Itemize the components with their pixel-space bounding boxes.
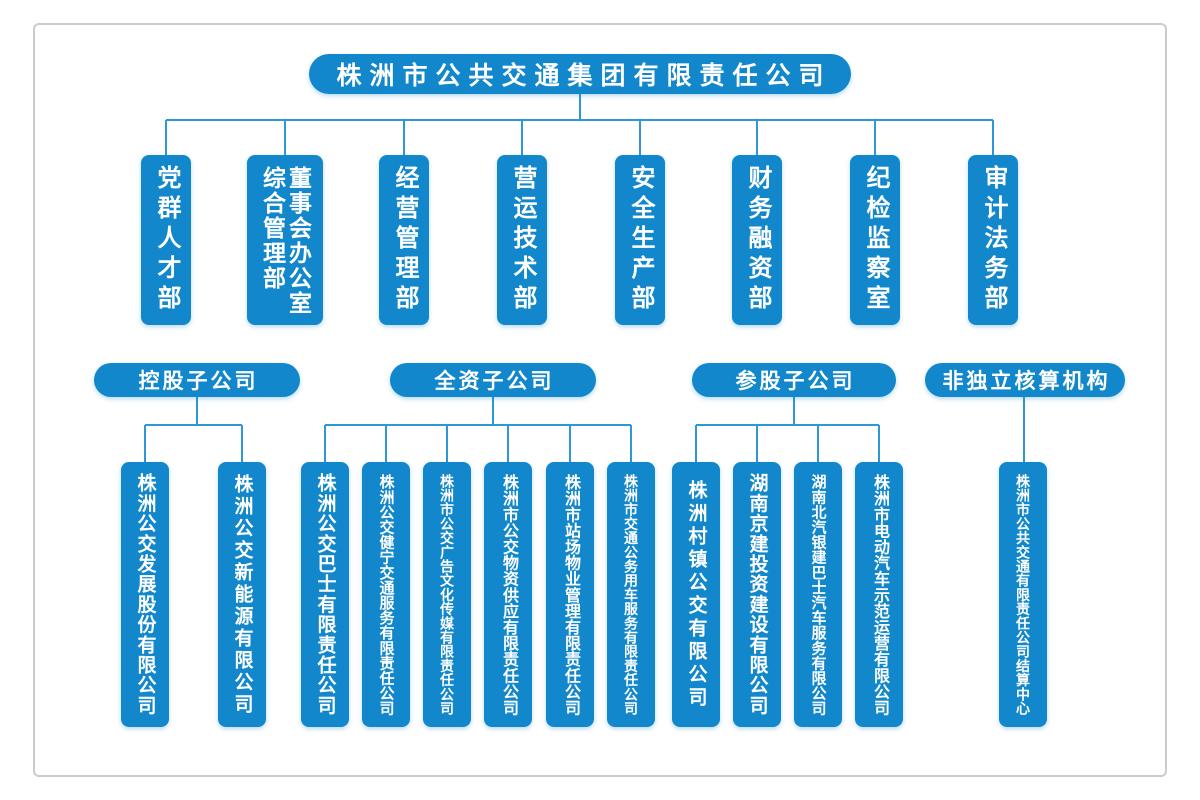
- dept-label: 纪检监察室: [862, 165, 889, 315]
- dept-box: 纪检监察室: [850, 155, 900, 325]
- company-box: 株洲市交通公务用车服务有限责任公司: [607, 462, 655, 727]
- dept-box: 安全生产部: [615, 155, 665, 325]
- company-box: 株洲公交发展股份有限公司: [121, 462, 169, 727]
- company-label: 湖南京建投资建设有限公司: [746, 473, 768, 716]
- company-box: 株洲公交巴士有限责任公司: [301, 462, 349, 727]
- dept-label: 经营管理部: [391, 165, 418, 315]
- dept-label: 审计法务部: [980, 165, 1007, 315]
- company-box: 株洲村镇公交有限公司: [672, 462, 720, 727]
- company-label: 株洲公交发展股份有限公司: [134, 473, 156, 716]
- dept-box: 营运技术部: [497, 155, 547, 325]
- dept-box: 财务融资部: [732, 155, 782, 325]
- dept-label: 综合管理部: [259, 166, 286, 291]
- company-box: 株洲公交健宁交通服务有限责任公司: [362, 462, 410, 727]
- root-company-box: 株洲市公共交通集团有限责任公司: [309, 54, 851, 94]
- group-label: 全资子公司: [434, 370, 555, 393]
- company-box: 株洲市站场物业管理有限责任公司: [546, 462, 594, 727]
- company-box: 株洲市电动汽车示范运营有限公司: [855, 462, 903, 727]
- dept-label: 营运技术部: [509, 165, 536, 315]
- company-label: 株洲村镇公交有限公司: [685, 479, 707, 710]
- company-box: 株洲市公共交通有限责任公司结算中心: [999, 462, 1047, 727]
- company-label: 株洲市公共交通有限责任公司结算中心: [1015, 473, 1031, 716]
- group-pill-equity-participation-subsidiaries: 参股子公司: [692, 363, 896, 397]
- dept-label: 财务融资部: [744, 165, 771, 315]
- group-label: 参股子公司: [735, 370, 856, 393]
- company-box: 株洲市公交物资供应有限责任公司: [484, 462, 532, 727]
- company-label: 株洲市交通公务用车服务有限责任公司: [623, 473, 639, 716]
- company-label: 株洲公交新能源有限公司: [231, 473, 253, 716]
- dept-label: 董事会办公室: [285, 166, 312, 316]
- company-box: 株洲市公交广告文化传媒有限责任公司: [423, 462, 471, 727]
- group-label: 控股子公司: [138, 370, 259, 393]
- company-label: 株洲市公交广告文化传媒有限责任公司: [439, 473, 455, 716]
- page-border-frame: [33, 23, 1167, 777]
- group-pill-non-independent-accounting-units: 非独立核算机构: [925, 363, 1125, 397]
- company-label: 株洲市站场物业管理有限责任公司: [562, 473, 579, 716]
- company-box: 湖南京建投资建设有限公司: [733, 462, 781, 727]
- group-label: 非独立核算机构: [942, 370, 1111, 393]
- group-pill-wholly-owned-subsidiaries: 全资子公司: [390, 363, 596, 397]
- dept-label: 党群人才部: [153, 165, 180, 315]
- dept-label: 安全生产部: [627, 165, 654, 315]
- company-label: 株洲公交巴士有限责任公司: [314, 473, 336, 716]
- company-label: 株洲公交健宁交通服务有限责任公司: [377, 473, 395, 716]
- company-box: 株洲公交新能源有限公司: [218, 462, 266, 727]
- root-company-label: 株洲市公共交通集团有限责任公司: [336, 62, 832, 90]
- company-label: 株洲市电动汽车示范运营有限公司: [871, 473, 888, 716]
- dept-box: 党群人才部: [141, 155, 191, 325]
- group-pill-holding-subsidiaries: 控股子公司: [94, 363, 300, 397]
- company-label: 湖南北汽银建巴士汽车服务有限公司: [809, 473, 827, 716]
- dept-box: 审计法务部: [968, 155, 1018, 325]
- dept-box: 经营管理部: [379, 155, 429, 325]
- dept-box: 董事会办公室 综合管理部: [247, 155, 323, 325]
- company-label: 株洲市公交物资供应有限责任公司: [500, 473, 517, 716]
- company-box: 湖南北汽银建巴士汽车服务有限公司: [794, 462, 842, 727]
